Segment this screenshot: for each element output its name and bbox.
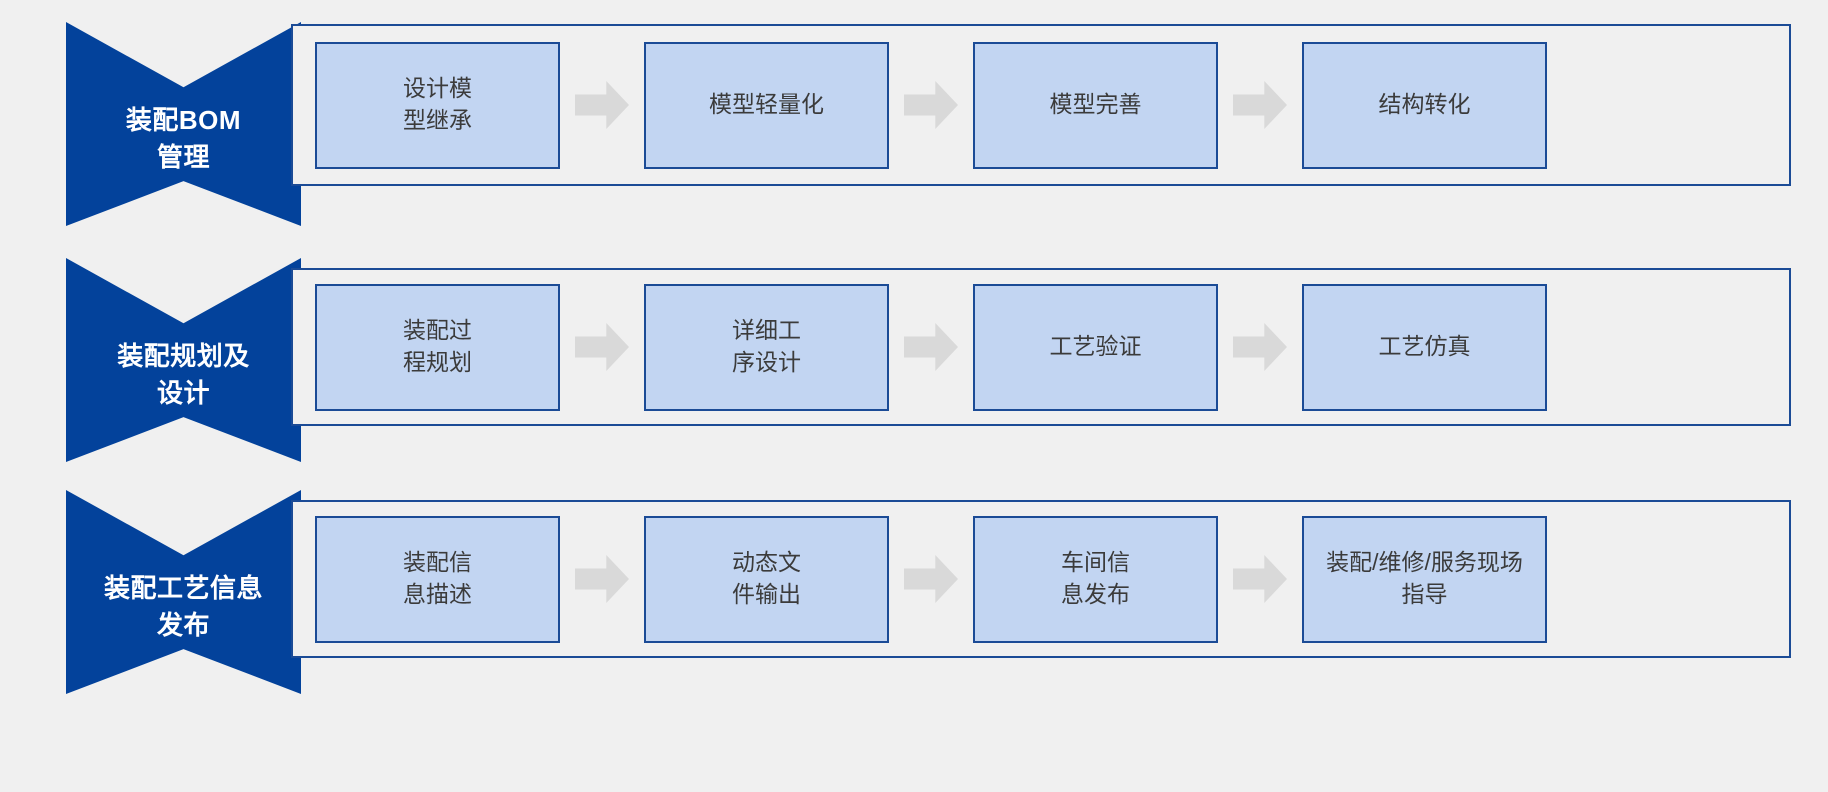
process-row-process-info-release: 装配工艺信息 发布 装配信 息描述 动态文 件输出 车间信 息发布 装配/维修/…: [0, 490, 1828, 694]
step-label: 结构转化: [1378, 91, 1471, 118]
stage-banner-label: 装配工艺信息 发布: [103, 573, 263, 640]
step-label: 装配/维修/服务现场 指导: [1326, 549, 1523, 607]
step-label: 装配信 息描述: [403, 549, 472, 607]
step-box[interactable]: 设计模 型继承: [315, 41, 560, 169]
step-box[interactable]: 装配信 息描述: [315, 515, 560, 643]
arrow-right-icon: [904, 323, 958, 371]
stage-banner-process-info-release: 装配工艺信息 发布: [66, 490, 301, 694]
step-box[interactable]: 模型轻量化: [644, 41, 889, 169]
step-label: 装配过 程规划: [403, 317, 472, 375]
arrow-right-icon: [1233, 323, 1287, 371]
step-label: 设计模 型继承: [403, 75, 472, 133]
process-row-assembly-planning: 装配规划及 设计 装配过 程规划 详细工 序设计 工艺验证 工艺仿真: [0, 258, 1828, 462]
step-box[interactable]: 车间信 息发布: [973, 515, 1218, 643]
stage-banner-assembly-planning: 装配规划及 设计: [66, 258, 301, 462]
step-box[interactable]: 结构转化: [1302, 41, 1547, 169]
arrow-right-icon: [1233, 81, 1287, 129]
stage-steps-container: 设计模 型继承 模型轻量化 模型完善 结构转化: [291, 24, 1791, 186]
step-box[interactable]: 装配过 程规划: [315, 283, 560, 411]
step-label: 工艺仿真: [1378, 333, 1471, 360]
stage-steps-container: 装配信 息描述 动态文 件输出 车间信 息发布 装配/维修/服务现场 指导: [291, 500, 1791, 658]
step-label: 模型完善: [1049, 91, 1142, 118]
step-label: 详细工 序设计: [732, 317, 801, 375]
stage-banner-label: 装配规划及 设计: [117, 341, 250, 408]
step-box[interactable]: 模型完善: [973, 41, 1218, 169]
step-box[interactable]: 动态文 件输出: [644, 515, 889, 643]
stage-banner-assembly-bom: 装配BOM 管理: [66, 22, 301, 226]
step-label: 工艺验证: [1049, 333, 1142, 360]
step-box[interactable]: 工艺验证: [973, 283, 1218, 411]
step-box[interactable]: 装配/维修/服务现场 指导: [1302, 515, 1547, 643]
step-label: 车间信 息发布: [1061, 549, 1130, 607]
arrow-right-icon: [575, 323, 629, 371]
arrow-right-icon: [1233, 555, 1287, 603]
step-box[interactable]: 工艺仿真: [1302, 283, 1547, 411]
arrow-right-icon: [904, 555, 958, 603]
step-box[interactable]: 详细工 序设计: [644, 283, 889, 411]
stage-banner-label: 装配BOM 管理: [125, 105, 242, 172]
step-label: 模型轻量化: [709, 91, 824, 118]
step-label: 动态文 件输出: [732, 549, 801, 607]
arrow-right-icon: [575, 555, 629, 603]
process-row-assembly-bom: 装配BOM 管理 设计模 型继承 模型轻量化 模型完善 结构转化: [0, 22, 1828, 226]
arrow-right-icon: [575, 81, 629, 129]
stage-steps-container: 装配过 程规划 详细工 序设计 工艺验证 工艺仿真: [291, 268, 1791, 426]
arrow-right-icon: [904, 81, 958, 129]
